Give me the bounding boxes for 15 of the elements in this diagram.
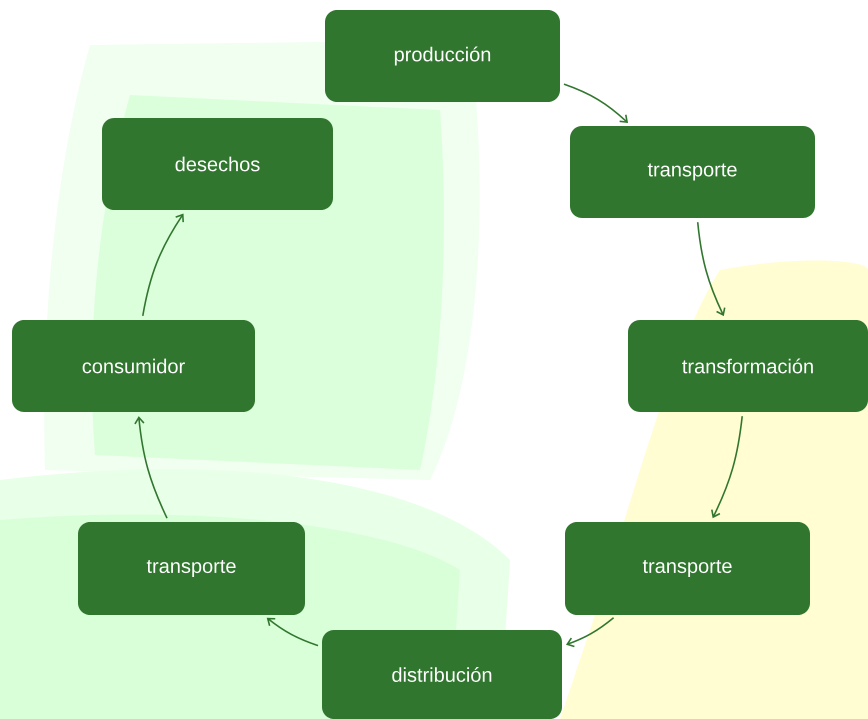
process-box: consumidor	[12, 320, 255, 412]
process-box: desechos	[102, 118, 333, 210]
arrow	[142, 214, 184, 316]
arrow	[266, 618, 318, 646]
arrow	[696, 222, 726, 316]
process-box: distribución	[322, 630, 562, 719]
arrow	[134, 416, 168, 519]
process-box: producción	[325, 10, 560, 102]
arrow	[711, 416, 743, 518]
process-box: transporte	[78, 522, 305, 615]
process-box: transformación	[628, 320, 868, 412]
process-box: transporte	[570, 126, 815, 218]
arrow	[564, 83, 628, 124]
arrow	[566, 617, 614, 648]
process-box: transporte	[565, 522, 810, 615]
